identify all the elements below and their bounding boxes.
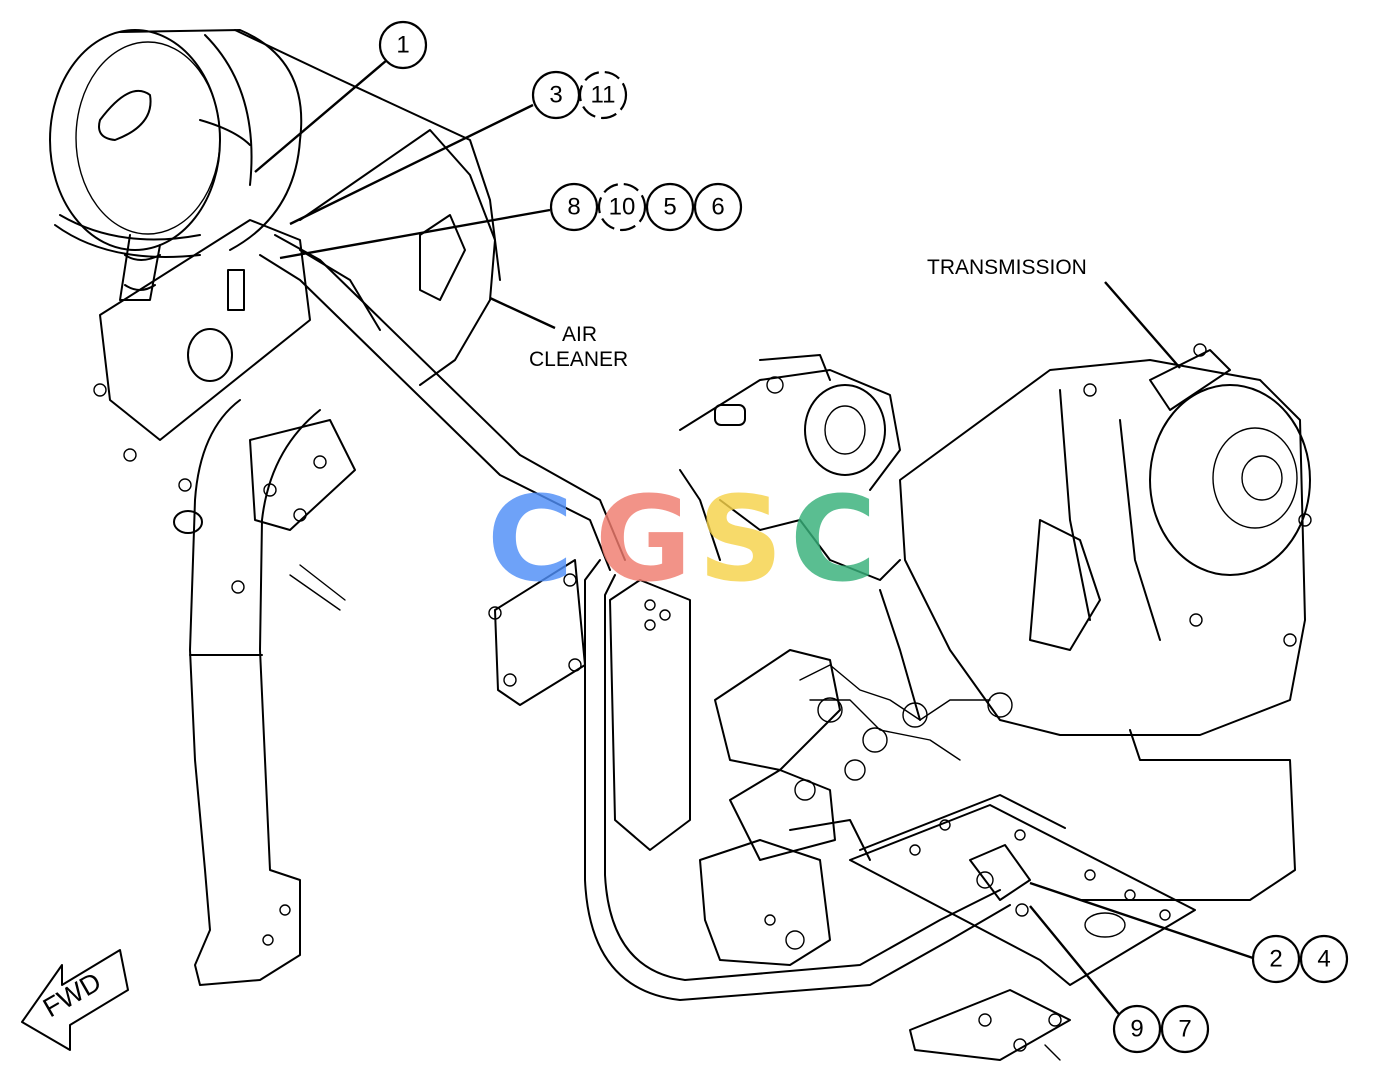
fwd-label: FWD: [38, 966, 106, 1023]
leader-2: [1029, 881, 1254, 960]
callout-number: 1: [396, 32, 409, 59]
callout-9: 9: [1112, 1004, 1162, 1054]
callout-number: 9: [1130, 1016, 1143, 1043]
callout-10: 10: [597, 182, 647, 232]
callout-7: 7: [1160, 1004, 1210, 1054]
callout-number: 11: [591, 82, 616, 109]
mount-plate-drawing: [849, 794, 1196, 1061]
callout-1: 1: [378, 20, 428, 70]
watermark: C G S C: [487, 470, 877, 608]
watermark-letter: S: [698, 470, 783, 608]
callout-2: 2: [1251, 934, 1301, 984]
callout-number: 6: [711, 194, 724, 221]
callout-8: 8: [549, 182, 599, 232]
watermark-letter: C: [790, 470, 877, 608]
callout-number: 7: [1178, 1016, 1191, 1043]
callout-4: 4: [1299, 934, 1349, 984]
pipe-bracket-drawing: [249, 234, 626, 706]
callout-5: 5: [645, 182, 695, 232]
intake-tube-drawing: [173, 399, 346, 986]
air-cleaner-drawing: [49, 29, 501, 492]
transmission-drawing: [899, 343, 1312, 901]
leader-lines: [254, 59, 1254, 1019]
callout-number: 8: [567, 194, 580, 221]
leader-8: [279, 208, 551, 260]
air-cleaner-label-line2: CLEANER: [529, 348, 628, 371]
callout-number: 3: [549, 82, 562, 109]
watermark-letter: G: [595, 470, 692, 608]
leader-3: [289, 103, 534, 226]
leader-air-cleaner: [489, 296, 556, 330]
leader-1: [254, 59, 388, 173]
engine-drawing: [609, 354, 1013, 966]
air-cleaner-label-line1: AIR: [562, 323, 597, 346]
callout-number: 2: [1269, 946, 1282, 973]
fwd-arrow: FWD: [21, 949, 129, 1051]
callout-number: 4: [1317, 946, 1330, 973]
callout-3: 3: [531, 70, 581, 120]
callout-number: 10: [609, 194, 636, 221]
callout-6: 6: [693, 182, 743, 232]
frame-rail-drawing: [584, 559, 1011, 1001]
leader-transmission: [1104, 281, 1181, 369]
callout-11: 11: [578, 70, 628, 120]
transmission-label: TRANSMISSION: [927, 256, 1087, 279]
leader-9: [1029, 905, 1123, 1019]
watermark-letter: C: [487, 470, 574, 608]
callout-number: 5: [663, 194, 676, 221]
